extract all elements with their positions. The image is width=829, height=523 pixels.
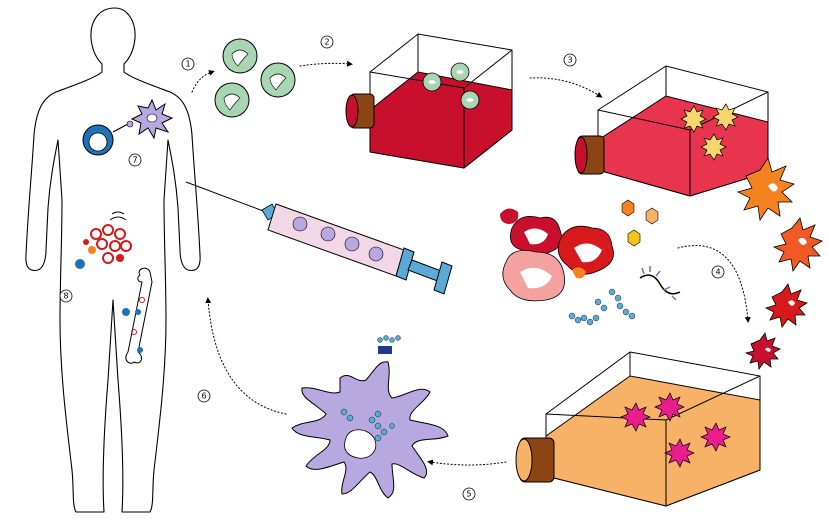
step-label-7: 7 bbox=[128, 153, 142, 167]
step-number-5: 5 bbox=[466, 490, 471, 499]
antigen-presenting-dendritic-cell bbox=[291, 335, 449, 499]
tumor-cluster bbox=[75, 211, 132, 269]
step-number-6: 6 bbox=[201, 392, 206, 401]
femur-bone bbox=[122, 267, 153, 364]
step-number-7: 7 bbox=[132, 156, 137, 165]
culture-flask-differentiating bbox=[574, 65, 769, 197]
step-label-5: 5 bbox=[462, 487, 476, 501]
step-number-3: 3 bbox=[567, 56, 572, 65]
dying-tumor-cells bbox=[500, 208, 614, 302]
step-label-3: 3 bbox=[563, 53, 577, 67]
syringe-with-dendritic-cells bbox=[185, 181, 453, 295]
step-number-8: 8 bbox=[63, 292, 68, 301]
maturing-dendritic-cells bbox=[736, 157, 823, 371]
peptide-chains bbox=[568, 288, 636, 326]
step-number-2: 2 bbox=[324, 38, 329, 47]
culture-flask-monocytes bbox=[345, 33, 513, 169]
step-label-2: 2 bbox=[320, 35, 334, 49]
step-number-1: 1 bbox=[185, 60, 190, 69]
step-number-4: 4 bbox=[715, 268, 720, 277]
step-label-4: 4 bbox=[711, 265, 725, 279]
step-label-6: 6 bbox=[197, 389, 211, 403]
implanted-cell-in-body bbox=[82, 120, 134, 156]
antigen-particles bbox=[621, 199, 659, 247]
step-label-8: 8 bbox=[59, 289, 73, 303]
process-arrows bbox=[191, 60, 751, 466]
step-label-1: 1 bbox=[181, 57, 195, 71]
monocyte-cells bbox=[214, 38, 296, 118]
nucleic-acid-strand bbox=[639, 266, 681, 301]
dendritic-cell-in-body bbox=[130, 98, 174, 140]
culture-flask-loaded-dendritic-cells bbox=[515, 351, 761, 507]
